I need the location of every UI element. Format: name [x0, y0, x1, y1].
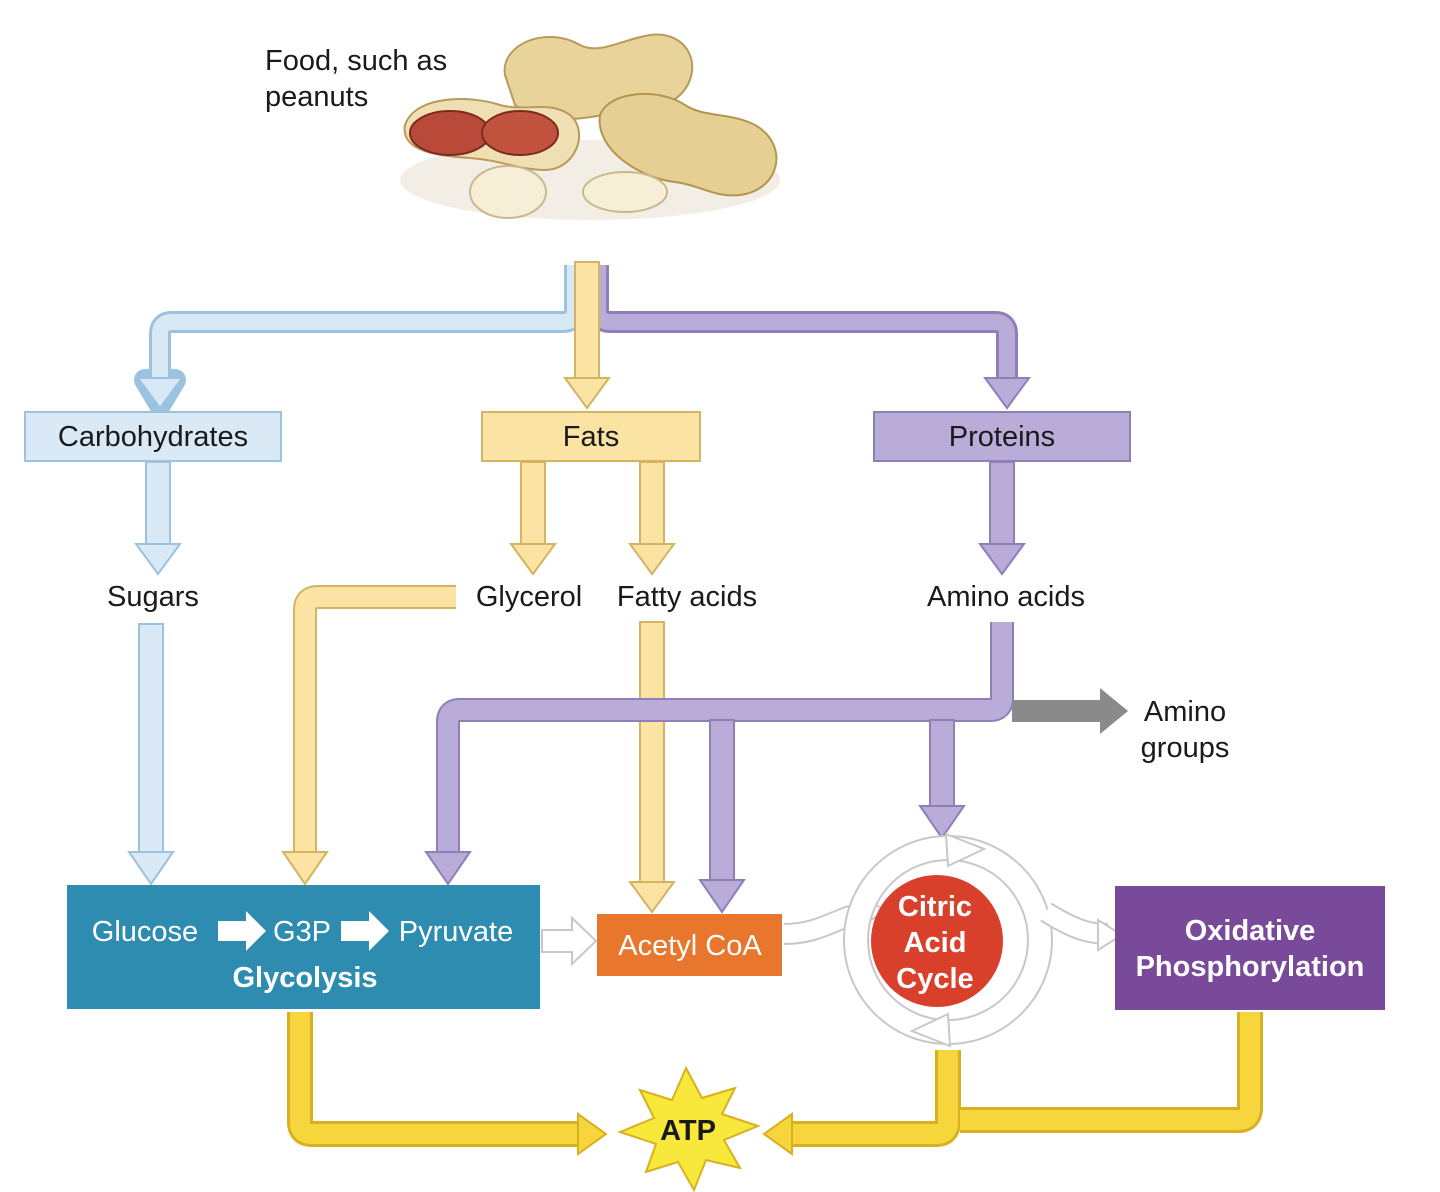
food-label-line1: Food, such as: [265, 45, 447, 77]
proteins-label: Proteins: [949, 421, 1055, 453]
glucose-label: Glucose: [92, 916, 198, 948]
oxidative-phosphorylation-box: [1115, 886, 1385, 1010]
atp-starburst: [617, 1065, 761, 1192]
arrow-to-amino-groups: [1100, 688, 1128, 734]
citric-acid-cycle-line3: Cycle: [896, 963, 973, 995]
g3p-label: G3P: [273, 916, 331, 948]
amino-acids-label: Amino acids: [927, 581, 1085, 613]
sugars-label: Sugars: [107, 581, 199, 613]
citric-acid-cycle-line2: Acid: [904, 927, 967, 959]
acetyl-coa-label: Acetyl CoA: [618, 930, 762, 962]
oxidative-phosphorylation-line1: Oxidative: [1185, 915, 1316, 947]
arrow-citric-acid-cycle-to-oxidative: [1097, 918, 1124, 952]
carbohydrates-label: Carbohydrates: [58, 421, 248, 453]
peanuts-illustration: [400, 33, 780, 220]
arrow-pyruvate-to-acetyl-coa: [541, 915, 598, 967]
glycolysis-title: Glycolysis: [232, 962, 377, 994]
acetyl-coa-box: [597, 914, 782, 976]
amino-groups-label-line2: groups: [1141, 732, 1230, 764]
fatty-acids-label: Fatty acids: [617, 581, 757, 613]
fats-label: Fats: [563, 421, 619, 453]
arrow-amino-to-citric-acid-cycle: [918, 805, 966, 840]
pyruvate-label: Pyruvate: [399, 916, 513, 948]
arrow-amino-to-glycolysis: [424, 851, 472, 886]
amino-groups-label-line1: Amino: [1144, 696, 1226, 728]
arrow-g3p-to-pyruvate: [341, 911, 389, 951]
atp-label: ATP: [660, 1115, 716, 1147]
arrow-to-glycerol: [509, 543, 557, 576]
arrow-to-amino-acids: [978, 543, 1026, 576]
arrow-food-to-carbohydrates: [134, 265, 586, 416]
arrow-fatty-acids-to-acetyl-coa: [628, 881, 676, 914]
arrow-to-sugars: [134, 543, 182, 576]
arrow-to-fatty-acids: [628, 543, 676, 576]
carbohydrates-box: [24, 411, 282, 462]
glycolysis-box: [67, 885, 540, 1009]
citric-acid-cycle-line1: Citric: [898, 891, 972, 923]
arrow-sugars-to-glycolysis: [127, 851, 175, 886]
fats-box: [481, 411, 701, 462]
arrow-glycerol-to-glycolysis: [281, 851, 329, 886]
arrow-amino-to-acetyl-coa: [698, 879, 746, 914]
food-label-line2: peanuts: [265, 81, 368, 113]
glycerol-label: Glycerol: [476, 581, 582, 613]
arrow-glucose-to-g3p: [218, 911, 266, 951]
oxidative-phosphorylation-line2: Phosphorylation: [1136, 951, 1365, 983]
citric-acid-cycle: [843, 832, 1053, 1048]
arrow-glycolysis-to-atp: [577, 1112, 608, 1156]
arrow-cycle-and-oxidative-to-atp: [762, 1112, 793, 1156]
